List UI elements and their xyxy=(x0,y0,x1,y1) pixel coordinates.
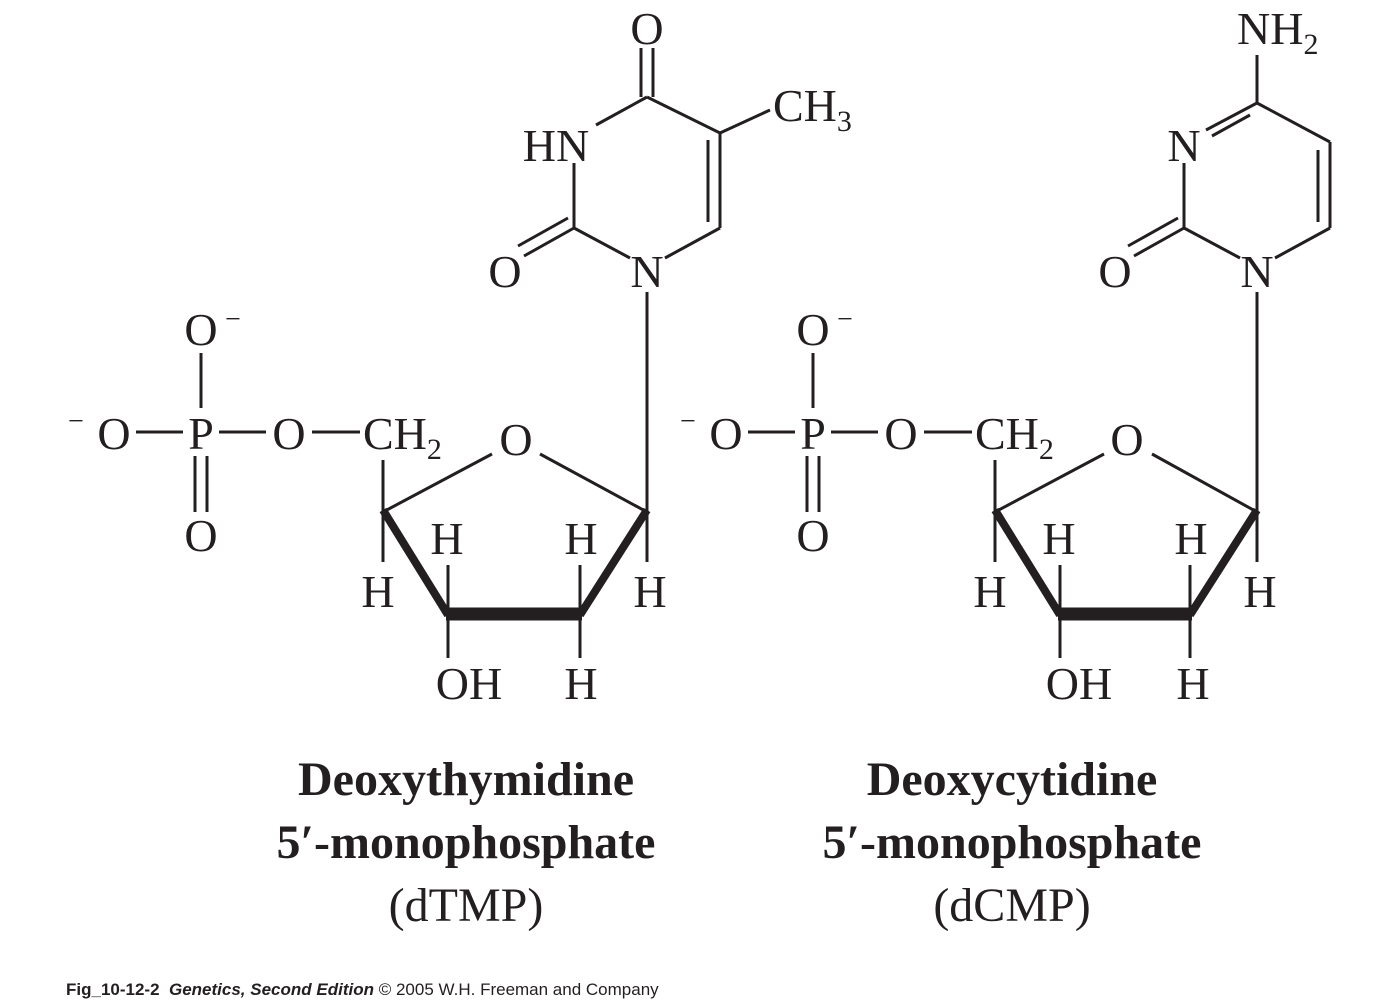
book-title: Genetics, Second Edition xyxy=(169,980,374,999)
dcmp-nh2-label: NH2 xyxy=(1237,3,1318,61)
c1-c2-bond xyxy=(1186,507,1261,618)
c2-n1-bond xyxy=(573,226,631,260)
copyright-text: © 2005 W.H. Freeman and Company xyxy=(378,980,659,999)
n1-c6-bond xyxy=(1274,226,1331,260)
dtmp-structure: O CH3 HN O N O − − O P O CH2 O O H H H H… xyxy=(68,3,852,709)
dtmp-p-label: P xyxy=(188,408,214,459)
dcmp-h2-up-label: H xyxy=(1174,513,1207,564)
dtmp-ch2-label: CH2 xyxy=(363,408,442,466)
dtmp-h3-up-label: H xyxy=(430,513,463,564)
o-c1-bond xyxy=(1151,452,1258,514)
dtmp-n3-label: HN xyxy=(523,120,589,171)
dcmp-p-label: P xyxy=(800,408,826,459)
dcmp-o2-label: O xyxy=(1098,246,1131,297)
dcmp-name-line2: 5′-monophosphate xyxy=(823,816,1202,869)
dtmp-name-line2: 5′-monophosphate xyxy=(277,816,656,869)
dcmp-o-bottom-label: O xyxy=(796,510,829,561)
c4-n3-bond xyxy=(595,95,648,127)
dtmp-h2-up-label: H xyxy=(564,513,597,564)
dtmp-o-top-charge: − xyxy=(225,304,241,335)
dtmp-h4-label: H xyxy=(361,566,394,617)
c2-n1-bond xyxy=(1183,226,1241,260)
dtmp-o-top-label: O xyxy=(184,304,217,355)
dcmp-o-left-charge: − xyxy=(680,406,696,437)
dcmp-structure: NH2 N O N O − − O P O CH2 O O H H H H OH… xyxy=(680,3,1332,709)
dcmp-n3-label: N xyxy=(1167,120,1200,171)
c4-o-bond xyxy=(994,452,1105,514)
n1-c6-bond xyxy=(664,226,721,260)
dtmp-o2-label: O xyxy=(488,246,521,297)
c4-n3-double-bond xyxy=(1211,113,1251,138)
c5-c4-bond xyxy=(646,95,721,135)
dtmp-o-bottom-label: O xyxy=(184,510,217,561)
c1-c2-bond xyxy=(576,507,651,618)
dtmp-abbreviation: (dTMP) xyxy=(389,879,544,932)
dtmp-name-line1: Deoxythymidine xyxy=(298,753,634,806)
dcmp-n1-label: N xyxy=(1240,246,1273,297)
dcmp-h4-label: H xyxy=(973,566,1006,617)
dtmp-h1-label: H xyxy=(633,566,666,617)
dtmp-methyl-label: CH3 xyxy=(773,80,852,138)
dcmp-name-line1: Deoxycytidine xyxy=(867,753,1158,806)
dtmp-o-left-label: O xyxy=(97,408,130,459)
c2-o-bond-a xyxy=(1133,226,1185,258)
dcmp-abbreviation: (dCMP) xyxy=(933,879,1090,932)
dcmp-oh-label: OH xyxy=(1046,658,1112,709)
dtmp-oh-label: OH xyxy=(436,658,502,709)
dcmp-o-top-label: O xyxy=(796,304,829,355)
dcmp-o-top-charge: − xyxy=(837,304,853,335)
dtmp-o-left-charge: − xyxy=(68,406,84,437)
c4-c3-bond xyxy=(379,507,452,618)
c2-o-bond-a xyxy=(523,226,575,258)
dcmp-ring-o-label: O xyxy=(1110,414,1143,465)
dcmp-h3-up-label: H xyxy=(1042,513,1075,564)
c2-o-bond-b xyxy=(1127,216,1179,248)
c2-o-bond-b xyxy=(517,216,569,248)
dtmp-n1-label: N xyxy=(630,246,663,297)
o-c1-bond xyxy=(539,452,648,514)
dtmp-h2-down-label: H xyxy=(564,658,597,709)
dtmp-ring-o-label: O xyxy=(499,414,532,465)
dcmp-h1-label: H xyxy=(1243,566,1276,617)
dcmp-ch2-label: CH2 xyxy=(975,408,1054,466)
dcmp-o-left-label: O xyxy=(709,408,742,459)
c4-o-bond xyxy=(382,452,493,514)
c5-methyl-bond xyxy=(719,108,771,135)
dcmp-h2-down-label: H xyxy=(1176,658,1209,709)
dtmp-o-bridge-label: O xyxy=(272,408,305,459)
c5-c4-bond xyxy=(1256,101,1331,144)
dtmp-o4-label: O xyxy=(630,3,663,54)
c4-c3-bond xyxy=(991,507,1064,618)
figure-id: Fig_10-12-2 xyxy=(66,980,160,999)
c4-n3-bond xyxy=(1205,101,1258,132)
dcmp-o-bridge-label: O xyxy=(884,408,917,459)
figure-credit: Fig_10-12-2 Genetics, Second Edition © 2… xyxy=(66,980,659,1000)
